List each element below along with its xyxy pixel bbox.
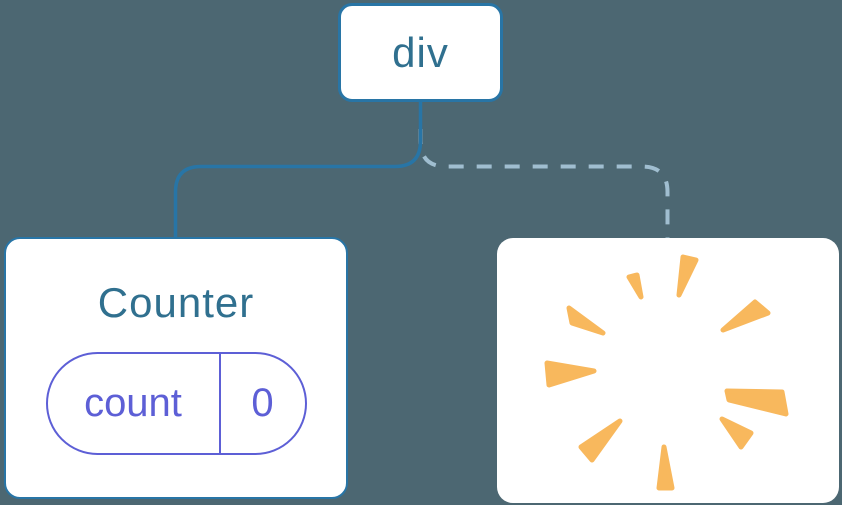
counter-component-card: Counter count 0 bbox=[4, 237, 348, 499]
poof-burst-icon bbox=[544, 254, 788, 491]
removed-component-card bbox=[497, 238, 839, 503]
state-value-label: 0 bbox=[251, 381, 274, 426]
edge-dashed-removed bbox=[418, 129, 670, 238]
root-node-div: div bbox=[338, 3, 503, 102]
state-pill: count 0 bbox=[45, 352, 307, 456]
edge-solid-kept bbox=[173, 100, 423, 237]
counter-component-title: Counter bbox=[97, 279, 255, 326]
state-key-label: count bbox=[48, 354, 221, 454]
root-node-label: div bbox=[392, 28, 449, 76]
